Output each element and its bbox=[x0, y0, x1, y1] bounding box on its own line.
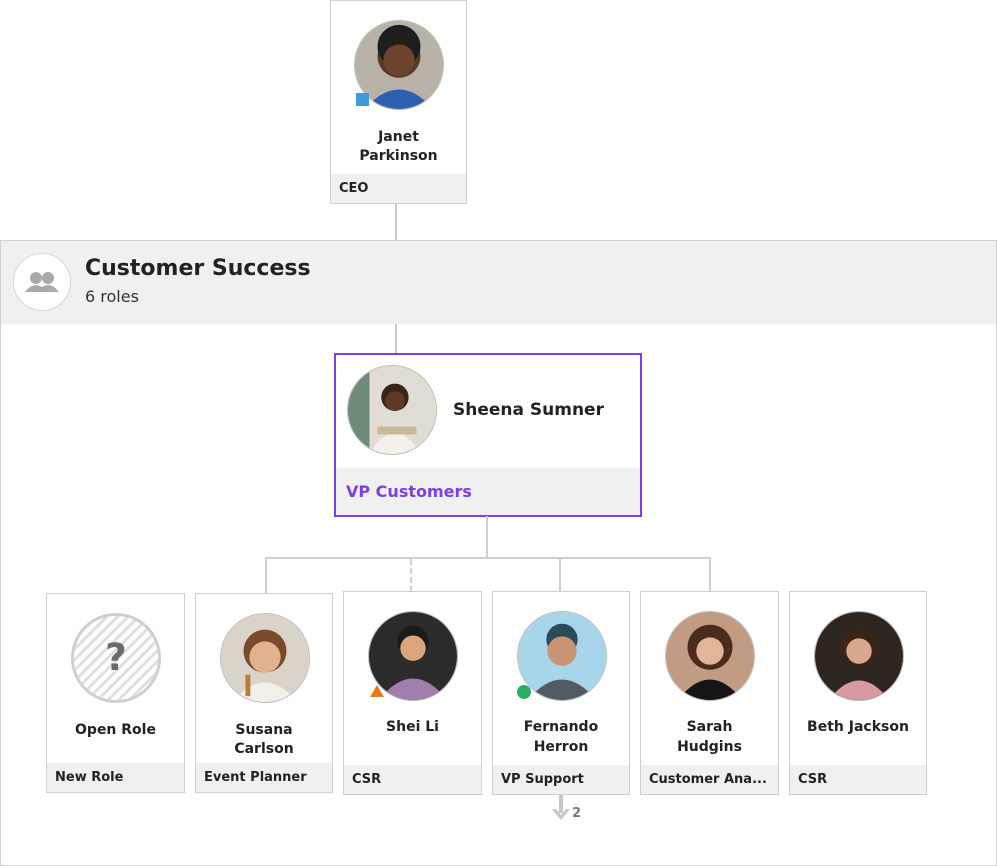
manager-card[interactable]: Sheena Sumner VP Customers bbox=[334, 353, 642, 517]
report-card-open-role[interactable]: ? Open Role New Role bbox=[46, 593, 185, 793]
report-name-line1: Fernando bbox=[523, 719, 599, 735]
report-name-line2: Hudgins bbox=[677, 739, 742, 755]
department-role-count: 6 roles bbox=[85, 287, 139, 306]
open-role-placeholder-icon: ? bbox=[71, 613, 161, 703]
report-name: Open Role bbox=[75, 722, 156, 738]
report-role: CSR bbox=[790, 765, 926, 794]
report-name-line2: Carlson bbox=[234, 741, 294, 757]
avatar bbox=[220, 613, 310, 703]
ceo-name-line1: Janet bbox=[378, 129, 419, 145]
report-card-sarah[interactable]: Sarah Hudgins Customer Ana... bbox=[640, 591, 779, 795]
ceo-card[interactable]: Janet Parkinson CEO bbox=[330, 0, 467, 204]
report-card-susana[interactable]: Susana Carlson Event Planner bbox=[195, 593, 333, 793]
svg-text:?: ? bbox=[105, 635, 127, 679]
manager-name: Sheena Sumner bbox=[453, 400, 604, 420]
connector-drop-2-dashed bbox=[410, 559, 412, 592]
hidden-reports-count: 2 bbox=[572, 806, 582, 821]
report-role: Event Planner bbox=[196, 763, 332, 792]
report-card-shei-li[interactable]: Shei Li CSR bbox=[343, 591, 482, 795]
ceo-name-line2: Parkinson bbox=[359, 148, 438, 164]
report-name-line1: Sarah bbox=[686, 719, 733, 735]
report-name: Shei Li bbox=[386, 719, 439, 735]
report-name-line2: Herron bbox=[533, 739, 589, 755]
avatar bbox=[347, 365, 437, 455]
report-role: New Role bbox=[47, 763, 184, 792]
warning-triangle-icon bbox=[370, 685, 384, 697]
report-role: VP Support bbox=[493, 765, 629, 794]
connector-manager bbox=[486, 516, 488, 558]
report-role: Customer Ana... bbox=[641, 765, 778, 794]
connector-drop-1 bbox=[265, 557, 267, 595]
avatar bbox=[354, 20, 444, 110]
report-role: CSR bbox=[344, 765, 481, 794]
manager-role: VP Customers bbox=[336, 468, 640, 515]
department-title: Customer Success bbox=[85, 256, 311, 281]
report-name-line1: Susana bbox=[235, 722, 293, 738]
department-section: Customer Success 6 roles bbox=[0, 240, 997, 866]
ceo-role: CEO bbox=[331, 174, 466, 203]
expand-reports-button[interactable]: 2 bbox=[551, 795, 591, 825]
report-card-beth-jackson[interactable]: Beth Jackson CSR bbox=[789, 591, 927, 795]
avatar bbox=[814, 611, 904, 701]
status-indicator-icon bbox=[356, 93, 369, 106]
status-online-icon bbox=[517, 685, 531, 699]
connector-drop-3 bbox=[559, 557, 561, 592]
report-card-fernando[interactable]: Fernando Herron VP Support bbox=[492, 591, 630, 795]
connector-drop-4 bbox=[709, 557, 711, 592]
department-header[interactable]: Customer Success 6 roles bbox=[1, 241, 996, 324]
avatar bbox=[517, 611, 607, 701]
connector-horizontal bbox=[265, 557, 711, 559]
group-icon bbox=[13, 253, 71, 311]
arrow-down-icon bbox=[552, 795, 570, 820]
avatar bbox=[665, 611, 755, 701]
report-name: Beth Jackson bbox=[807, 719, 909, 735]
